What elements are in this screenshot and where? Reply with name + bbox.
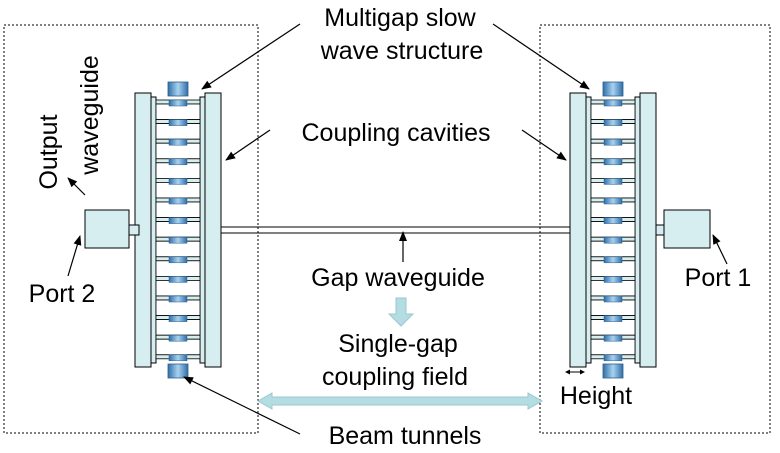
- cavity-cell: [155, 181, 201, 199]
- gap-waveguide-line: [220, 226, 572, 234]
- cavity-cell: [590, 103, 636, 121]
- drift-tube: [603, 138, 623, 146]
- cavity-cell: [590, 299, 636, 317]
- drift-tube: [603, 158, 623, 166]
- drift-tube: [168, 158, 188, 166]
- cavity-cell: [155, 103, 201, 121]
- left-dotted-region: [3, 24, 259, 434]
- beam-tunnel-bottom: [167, 363, 189, 379]
- drift-tube: [603, 295, 623, 303]
- outer-bar-right: [204, 92, 222, 368]
- beam-tunnel-top: [167, 81, 189, 97]
- cavity-cell: [590, 240, 636, 258]
- label-output-line1: Output: [35, 114, 63, 189]
- height-indicator: [565, 369, 585, 375]
- label-coupling-cavities: Coupling cavities: [302, 119, 491, 147]
- cavity-cell: [155, 162, 201, 179]
- drift-tube: [603, 178, 623, 185]
- right-dotted-region: [539, 24, 771, 434]
- drift-tube: [168, 99, 188, 107]
- beam-tunnel-bottom: [602, 363, 624, 379]
- drift-tube: [603, 197, 623, 205]
- label-gap-waveguide: Gap waveguide: [311, 264, 485, 292]
- drift-tube: [603, 315, 623, 322]
- inner-bar-left: [150, 96, 157, 364]
- drift-tube: [168, 138, 188, 146]
- cavity-cell: [155, 260, 201, 277]
- cavity-cell: [590, 181, 636, 199]
- coupling-field-double-arrow: [256, 392, 544, 410]
- cavity-cell: [155, 299, 201, 317]
- cavity-cell: [590, 221, 636, 238]
- drift-tube: [603, 354, 623, 362]
- label-multigap-line2: wave structure: [320, 37, 484, 65]
- label-height: Height: [560, 382, 632, 410]
- drift-tube: [168, 315, 188, 322]
- drift-tube: [168, 236, 188, 244]
- pointer-arrows: [67, 23, 728, 435]
- label-port-1: Port 1: [685, 264, 752, 292]
- drift-tube: [168, 217, 188, 224]
- drift-tube: [603, 276, 623, 283]
- label-port-2: Port 2: [29, 280, 96, 308]
- drift-tube: [168, 178, 188, 185]
- arrow-coupling-right: [521, 129, 567, 161]
- drift-tube: [168, 354, 188, 362]
- drift-tube: [168, 119, 188, 126]
- cavity-cell: [155, 279, 201, 297]
- arrow-multigap-left: [201, 23, 301, 90]
- arrow-port-2: [67, 235, 82, 277]
- arrow-beam-tunnels: [183, 376, 301, 435]
- outer-bar-right: [639, 92, 657, 368]
- label-single-gap-line2: coupling field: [322, 363, 468, 391]
- cavity-cell: [155, 338, 201, 356]
- outer-bar-left: [569, 92, 587, 368]
- cavity-cell: [590, 319, 636, 336]
- drift-tube: [168, 334, 188, 342]
- cavity-cell: [590, 162, 636, 179]
- cavity-cell: [590, 279, 636, 297]
- label-output-line2: waveguide: [76, 55, 104, 176]
- port-1-box: [655, 209, 711, 249]
- arrow-output-waveguide: [67, 177, 86, 196]
- cavity-cell: [155, 319, 201, 336]
- port-2-box: [84, 209, 140, 249]
- drift-tube: [603, 217, 623, 224]
- beam-tunnel-top: [602, 81, 624, 97]
- label-multigap-line1: Multigap slow: [324, 4, 476, 32]
- inner-bar-right: [199, 96, 206, 364]
- cavity-cell: [590, 123, 636, 140]
- left-slow-wave-structure: [134, 81, 222, 379]
- gap-field-down-arrow: [387, 297, 415, 327]
- drift-tube: [168, 295, 188, 303]
- drift-tube: [603, 236, 623, 244]
- drift-tube: [603, 256, 623, 264]
- cavity-cell: [590, 260, 636, 277]
- drift-tube: [603, 119, 623, 126]
- drift-tube: [168, 197, 188, 205]
- cavity-cell: [590, 338, 636, 356]
- cavity-cell: [155, 123, 201, 140]
- cavity-cell: [155, 201, 201, 219]
- arrow-multigap-right: [492, 23, 590, 90]
- cavity-cell: [155, 142, 201, 160]
- cavity-cell: [155, 221, 201, 238]
- cavity-cell: [155, 240, 201, 258]
- inner-bar-left: [585, 96, 592, 364]
- arrow-port-1: [712, 234, 728, 265]
- right-slow-wave-structure: [569, 81, 657, 379]
- label-single-gap-line1: Single-gap: [338, 330, 458, 358]
- label-beam-tunnels: Beam tunnels: [329, 422, 482, 448]
- drift-tube: [168, 256, 188, 264]
- drift-tube: [168, 276, 188, 283]
- inner-bar-right: [634, 96, 641, 364]
- arrow-coupling-left: [225, 129, 271, 161]
- cavity-cell: [590, 142, 636, 160]
- drift-tube: [603, 99, 623, 107]
- drift-tube: [603, 334, 623, 342]
- cavity-cell: [590, 201, 636, 219]
